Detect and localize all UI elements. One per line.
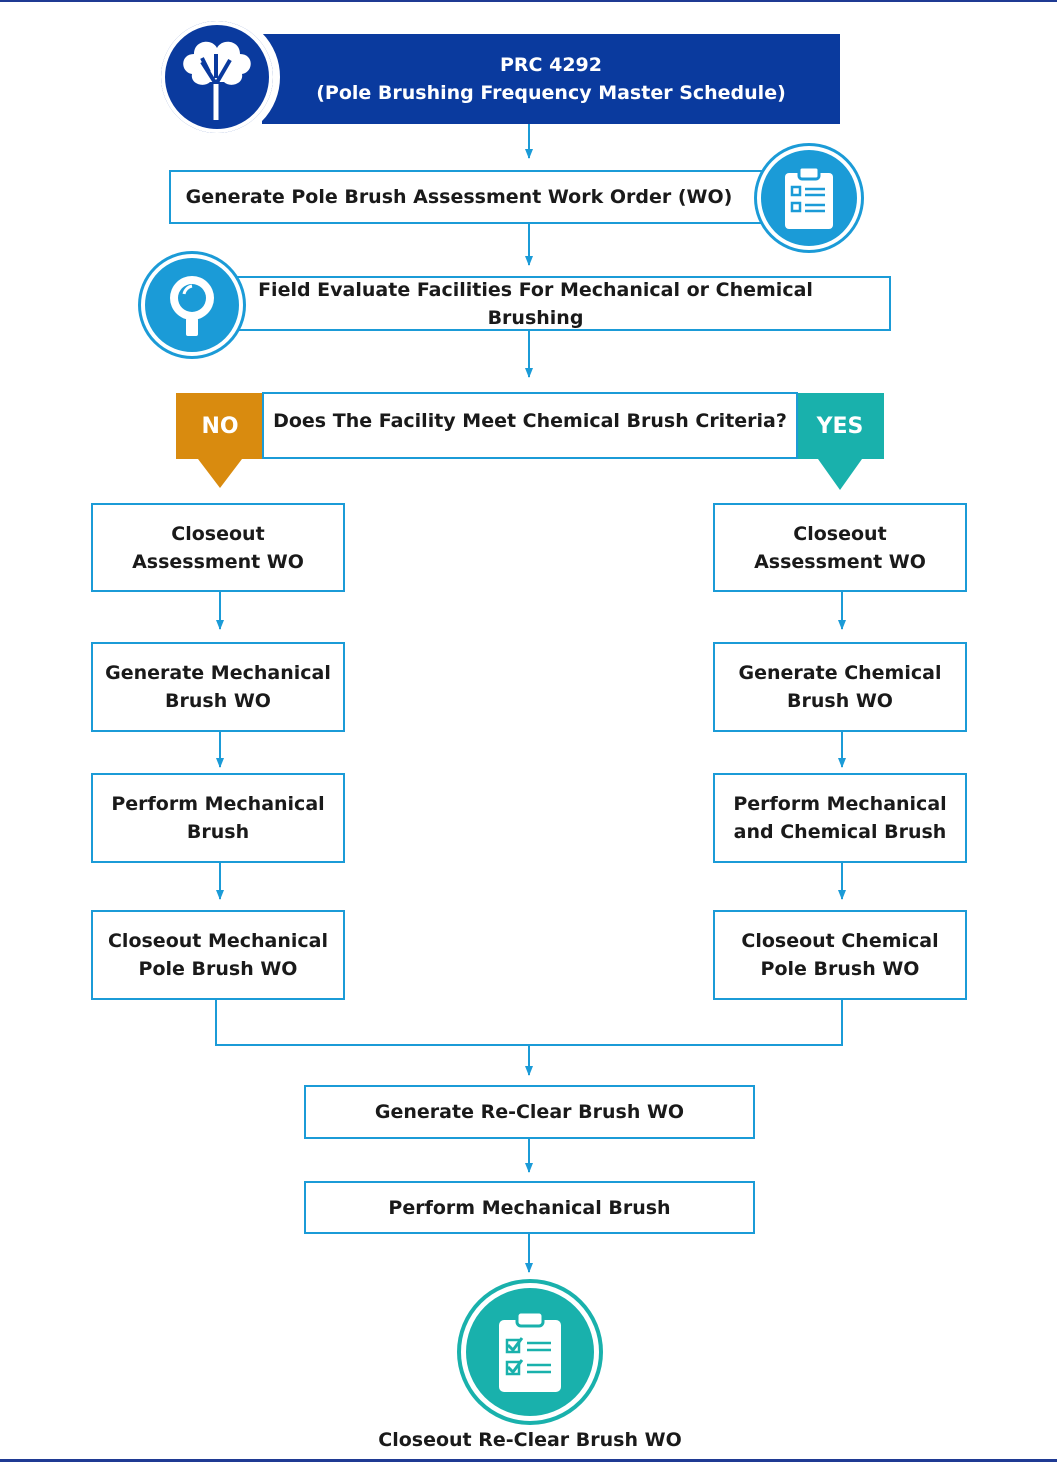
field-evaluate-box: Field Evaluate Facilities For Mechanical… [220, 276, 891, 331]
right-closeout-chemical-box: Closeout Chemical Pole Brush WO [713, 910, 967, 1000]
left-closeout-mechanical-label: Closeout Mechanical Pole Brush WO [107, 930, 329, 980]
header-subtitle: (Pole Brushing Frequency Master Schedule… [316, 82, 786, 104]
perform-mechanical-final-label: Perform Mechanical Brush [388, 1196, 671, 1219]
clipboard-badge [757, 146, 861, 250]
left-perform-mechanical-box: Perform Mechanical Brush [91, 773, 345, 863]
right-closeout-chemical-label: Closeout Chemical Pole Brush WO [741, 930, 939, 980]
no-pointer [176, 393, 264, 488]
generate-reclear-box: Generate Re-Clear Brush WO [304, 1085, 755, 1139]
magnifier-badge [141, 254, 243, 356]
header-banner: PRC 4292 (Pole Brushing Frequency Master… [262, 34, 840, 124]
right-closeout-assessment-label: Closeout Assessment WO [754, 522, 926, 573]
generate-assessment-wo-label: Generate Pole Brush Assessment Work Orde… [185, 186, 733, 208]
left-closeout-assessment-label: Closeout Assessment WO [132, 522, 304, 573]
left-perform-mechanical-label: Perform Mechanical Brush [111, 793, 325, 843]
merge-line [215, 1000, 843, 1046]
no-tag-label: NO [201, 413, 239, 439]
decision-label: Does The Facility Meet Chemical Brush Cr… [273, 409, 787, 432]
right-perform-chemical-box: Perform Mechanical and Chemical Brush [713, 773, 967, 863]
left-closeout-mechanical-box: Closeout Mechanical Pole Brush WO [91, 910, 345, 1000]
checklist-badge [461, 1283, 599, 1421]
yes-pointer [796, 393, 884, 490]
tree-icon [183, 41, 251, 120]
right-closeout-assessment-box: Closeout Assessment WO [713, 503, 967, 592]
magnifier-icon [170, 276, 214, 336]
field-evaluate-label: Field Evaluate Facilities For Mechanical… [258, 278, 813, 329]
clipboard-icon [785, 165, 833, 229]
right-generate-chemical-box: Generate Chemical Brush WO [713, 642, 967, 732]
checklist-clipboard-icon [499, 1310, 561, 1392]
right-generate-chemical-label: Generate Chemical Brush WO [738, 662, 942, 712]
generate-reclear-label: Generate Re-Clear Brush WO [374, 1101, 685, 1123]
bottom-border-line [0, 1459, 1057, 1462]
closeout-reclear-label: Closeout Re-Clear Brush WO [378, 1429, 682, 1451]
tree-badge [154, 14, 280, 140]
left-generate-mechanical-label: Generate Mechanical Brush WO [105, 662, 331, 712]
left-closeout-assessment-box: Closeout Assessment WO [91, 503, 345, 592]
yes-tag-label: YES [816, 413, 864, 439]
top-border-line [0, 0, 1057, 2]
perform-mechanical-final-box: Perform Mechanical Brush [304, 1181, 755, 1234]
right-perform-chemical-label: Perform Mechanical and Chemical Brush [733, 793, 947, 843]
left-generate-mechanical-box: Generate Mechanical Brush WO [91, 642, 345, 732]
header-title: PRC 4292 [500, 54, 602, 76]
generate-assessment-wo-box: Generate Pole Brush Assessment Work Orde… [169, 170, 789, 224]
decision-box: Does The Facility Meet Chemical Brush Cr… [262, 392, 798, 459]
